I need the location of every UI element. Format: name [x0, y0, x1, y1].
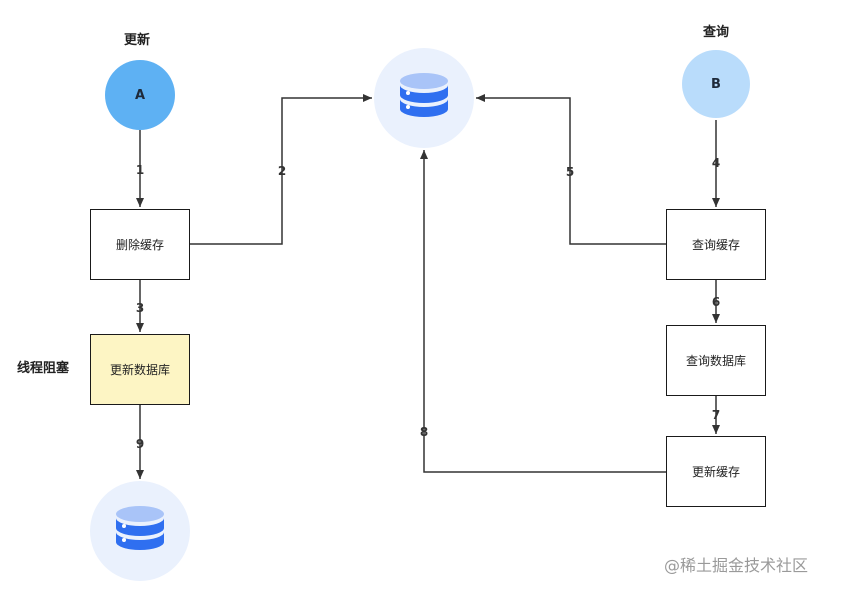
step-1-label: 1 — [135, 163, 145, 177]
update-cache-box: 更新缓存 — [666, 436, 766, 507]
arrow-5 — [476, 94, 666, 245]
update-db-box: 更新数据库 — [90, 334, 190, 405]
database-bottom-icon — [90, 481, 190, 581]
step-2-label: 2 — [277, 164, 287, 178]
node-b: B — [682, 50, 750, 118]
step-7-label: 7 — [711, 408, 721, 422]
left-header: 更新 — [124, 33, 151, 48]
step-3-label: 3 — [135, 301, 145, 315]
step-8-label: 8 — [419, 425, 429, 439]
query-cache-box: 查询缓存 — [666, 209, 766, 280]
node-a: A — [105, 60, 175, 130]
watermark: @稀土掘金技术社区 — [664, 556, 809, 575]
right-header: 查询 — [703, 25, 730, 40]
step-5-label: 5 — [565, 165, 575, 179]
arrow-2 — [190, 94, 372, 245]
step-6-label: 6 — [711, 295, 721, 309]
delete-cache-box: 删除缓存 — [90, 209, 190, 280]
blocked-label: 线程阻塞 — [17, 361, 70, 376]
database-top-icon — [374, 48, 474, 148]
step-4-label: 4 — [711, 156, 721, 170]
arrow-8 — [420, 150, 666, 473]
query-db-box: 查询数据库 — [666, 325, 766, 396]
step-9-label: 9 — [135, 437, 145, 451]
